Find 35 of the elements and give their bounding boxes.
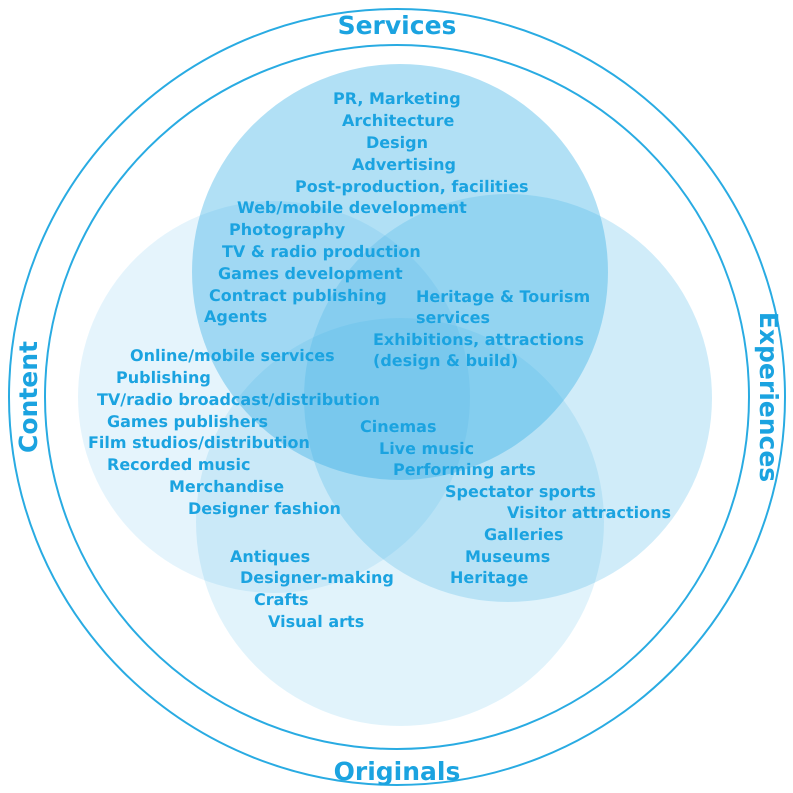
sector-label: Post-production, facilities — [295, 176, 529, 197]
sector-label: Live music — [379, 438, 474, 459]
category-heading: Content — [15, 341, 43, 453]
sector-label: Games development — [218, 263, 403, 284]
sector-label: Exhibitions, attractions (design & build) — [373, 329, 586, 371]
sector-label: Architecture — [342, 110, 454, 131]
sector-label: Cinemas — [360, 416, 436, 437]
sector-label: Heritage & Tourism services — [416, 286, 592, 328]
category-heading: Experiences — [754, 312, 782, 482]
sector-label: Advertising — [352, 154, 456, 175]
sector-label: Designer fashion — [188, 498, 341, 519]
sector-label: Galleries — [484, 524, 564, 545]
sector-label: Design — [366, 132, 428, 153]
category-heading: Originals — [334, 758, 460, 786]
sector-label: Visual arts — [268, 611, 364, 632]
sector-label: Agents — [204, 306, 268, 327]
sector-label: Web/mobile development — [237, 197, 467, 218]
sector-label: PR, Marketing — [333, 88, 461, 109]
sector-label: Merchandise — [169, 476, 284, 497]
sector-label: Film studios/distribution — [88, 432, 310, 453]
sector-label: Recorded music — [107, 454, 250, 475]
sector-label: Heritage — [450, 567, 528, 588]
sector-label: Crafts — [254, 589, 309, 610]
category-heading: Services — [338, 12, 456, 40]
sector-label: Antiques — [230, 546, 310, 567]
sector-label: Games publishers — [107, 411, 268, 432]
sector-label: TV & radio production — [222, 241, 421, 262]
sector-label: Contract publishing — [209, 285, 387, 306]
sector-label: Photography — [229, 219, 346, 240]
sector-label: Online/mobile services — [130, 345, 335, 366]
sector-label: Visitor attractions — [507, 502, 671, 523]
sector-label: Spectator sports — [445, 481, 596, 502]
sector-label: Museums — [465, 546, 550, 567]
sector-label: Designer-making — [240, 567, 394, 588]
sector-label: Publishing — [116, 367, 211, 388]
